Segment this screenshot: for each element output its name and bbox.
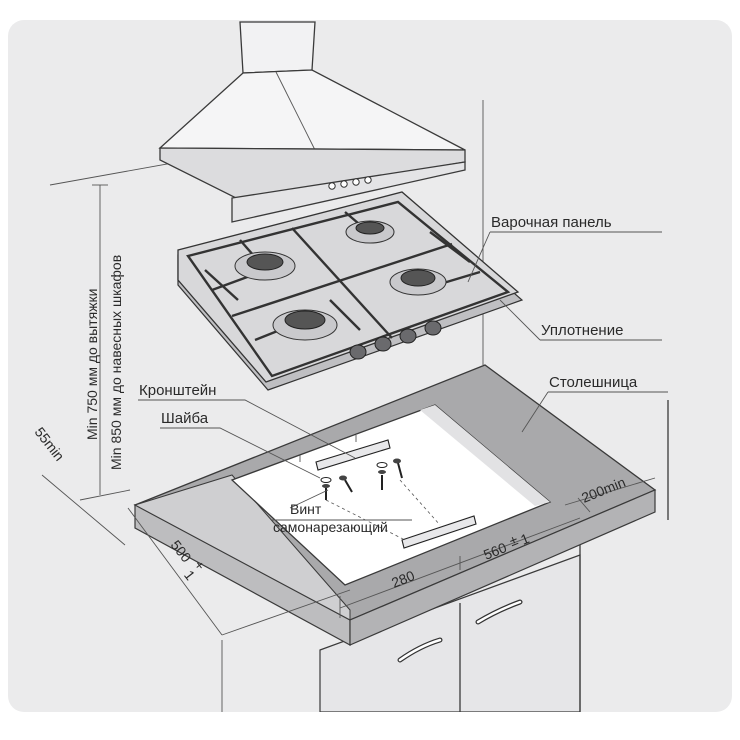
hood-buttons (328, 176, 372, 190)
dim-cutout-depth-tol-value: 1 (181, 567, 199, 583)
dimension-lines (41, 184, 656, 636)
label-bracket: Кронштейн (139, 382, 216, 399)
bracket-front (401, 515, 477, 549)
hob-knobs (349, 320, 442, 360)
burner-rear-right (345, 220, 395, 244)
installation-diagram: Варочная панель Уплотнение Столешница Кр… (32, 21, 669, 712)
burner-rear-left (234, 251, 296, 281)
label-screw-line2: самонарезающий (273, 519, 388, 535)
bracket-rear (315, 439, 391, 471)
burner-front-right (389, 268, 447, 296)
cooker-hood (158, 21, 466, 223)
screw-2 (339, 475, 353, 493)
label-washer: Шайба (161, 410, 209, 427)
label-hob: Варочная панель (491, 214, 612, 231)
label-countertop: Столешница (549, 374, 638, 391)
diagram-frame: Варочная панель Уплотнение Столешница Кр… (8, 20, 732, 712)
label-screw-line1: Винт (290, 501, 322, 517)
base-cabinet (221, 400, 669, 712)
screw-1 (320, 477, 332, 500)
burner-front-left (272, 309, 338, 341)
clearance-hood: Min 750 мм до вытяжки (84, 289, 100, 440)
dim-front-gap: 55min (32, 424, 68, 464)
label-seal: Уплотнение (541, 322, 623, 339)
gas-hob (177, 191, 524, 391)
screw-4 (393, 458, 403, 479)
countertop (133, 364, 657, 647)
screw-3 (376, 462, 388, 490)
clearance-cabinets: Min 850 мм до навесных шкафов (108, 255, 124, 470)
leader-lines (138, 231, 668, 521)
